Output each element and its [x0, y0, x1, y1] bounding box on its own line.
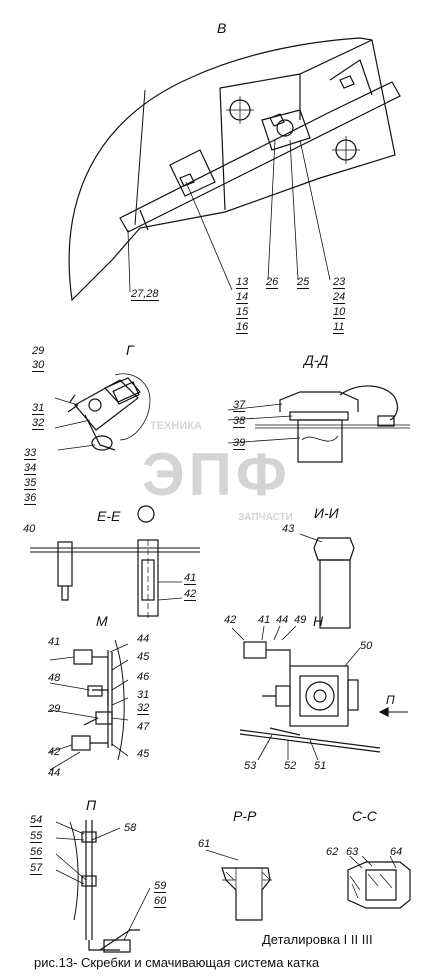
- callout-33: 33: [24, 447, 37, 460]
- callout-m42: 42: [48, 746, 61, 758]
- callout-55: 55: [30, 830, 43, 843]
- callout-42: 42: [184, 588, 197, 601]
- callout-14: 14: [236, 291, 249, 304]
- callout-63: 63: [346, 846, 359, 858]
- watermark-brand: ЭПФ: [142, 441, 292, 508]
- view-dd-drawing: [227, 385, 410, 463]
- callout-37: 37: [233, 399, 246, 412]
- view-title-dd: Д-Д: [304, 352, 329, 368]
- callout-n52: 52: [284, 760, 297, 772]
- callout-24: 24: [333, 291, 346, 304]
- callout-13: 13: [236, 276, 249, 289]
- callout-32: 32: [32, 417, 45, 430]
- view-title-g: Г: [126, 342, 134, 358]
- callout-26: 26: [266, 276, 279, 289]
- view-ss-drawing: [347, 855, 411, 909]
- callout-39: 39: [233, 437, 246, 450]
- view-n-drawing: [231, 625, 408, 761]
- callout-54: 54: [30, 814, 43, 827]
- callout-59: 59: [154, 880, 167, 893]
- view-g-drawing: [54, 373, 151, 451]
- view-p-drawing: [55, 820, 151, 953]
- callout-m32: 32: [137, 702, 150, 715]
- callout-60: 60: [154, 895, 167, 908]
- callout-m45b: 45: [137, 748, 150, 760]
- view-title-p: П: [86, 797, 97, 813]
- callout-62: 62: [326, 846, 339, 858]
- callout-m44: 44: [137, 633, 150, 645]
- callout-61: 61: [198, 838, 211, 850]
- callout-40: 40: [23, 523, 36, 535]
- callout-m44b: 44: [48, 767, 61, 779]
- callout-56: 56: [30, 846, 43, 859]
- callout-23: 23: [333, 276, 346, 289]
- callout-30: 30: [32, 359, 45, 372]
- callout-16: 16: [236, 321, 249, 334]
- callout-n49: 49: [294, 614, 307, 626]
- callout-27-28: 27,28: [131, 288, 159, 301]
- callout-36: 36: [24, 492, 37, 505]
- callout-11: 11: [333, 321, 345, 334]
- watermark-ring-right: ЗАПЧАСТИ: [238, 512, 293, 523]
- callout-m46: 46: [137, 671, 150, 683]
- callout-m31: 31: [137, 689, 150, 701]
- callout-m41: 41: [48, 636, 61, 648]
- callout-35: 35: [24, 477, 37, 490]
- callout-n53: 53: [244, 760, 257, 772]
- callout-n44: 44: [276, 614, 289, 626]
- view-ee-drawing: [30, 505, 200, 620]
- callout-34: 34: [24, 462, 37, 475]
- view-rr-drawing: [205, 849, 272, 921]
- callout-10: 10: [333, 306, 346, 319]
- callout-38: 38: [233, 415, 246, 428]
- callout-64: 64: [390, 846, 403, 858]
- view-title-ss: С-С: [352, 808, 377, 824]
- view-title-n: Н: [313, 613, 324, 629]
- callout-41: 41: [184, 572, 197, 585]
- callout-m48: 48: [48, 672, 61, 684]
- watermark-ring-left: ТЕХНИКА: [150, 420, 202, 432]
- view-title-m: М: [96, 613, 108, 629]
- callout-n42: 42: [224, 614, 237, 626]
- view-ii-drawing: [299, 533, 355, 629]
- callout-43: 43: [282, 523, 295, 535]
- view-title-v: В: [217, 20, 227, 36]
- view-m-drawing: [49, 639, 129, 771]
- callout-31: 31: [32, 402, 45, 415]
- callout-n51: 51: [314, 760, 327, 772]
- callout-15: 15: [236, 306, 249, 319]
- callout-29: 29: [32, 345, 45, 357]
- view-title-ee: Е-Е: [97, 508, 121, 524]
- callout-n41: 41: [258, 614, 271, 626]
- callout-m45: 45: [137, 651, 150, 663]
- view-title-rr: Р-Р: [233, 808, 257, 824]
- figure-caption: рис.13- Скребки и смачивающая система ка…: [34, 955, 320, 970]
- view-v-drawing: [68, 37, 401, 302]
- callout-25: 25: [297, 276, 310, 289]
- callout-57: 57: [30, 862, 43, 875]
- callout-n50: 50: [360, 640, 373, 652]
- arrow-p-label: П: [386, 693, 395, 707]
- view-title-ii: И-И: [314, 505, 339, 521]
- callout-58: 58: [124, 822, 137, 834]
- callout-m29: 29: [48, 703, 61, 715]
- callout-m47: 47: [137, 721, 150, 733]
- detail-note: Деталировка I II III: [262, 932, 373, 947]
